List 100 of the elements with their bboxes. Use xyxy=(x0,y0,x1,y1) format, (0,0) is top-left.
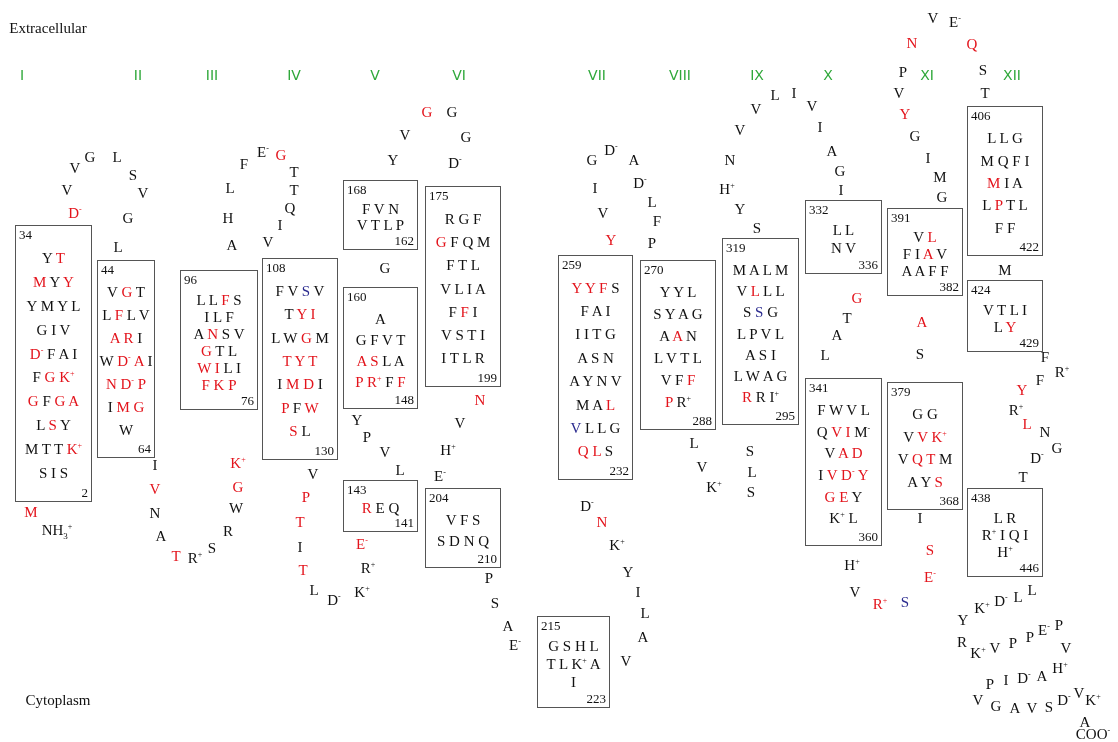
residue-row-text: V F S xyxy=(444,512,482,527)
residue-letter: D$^{-}$ xyxy=(327,592,341,608)
residue-row-text: T Y T xyxy=(281,353,319,369)
residue-letter: S xyxy=(746,484,756,500)
helix-box xyxy=(15,225,92,502)
residue-row-text: G I V xyxy=(35,322,72,338)
residue-letter: Y xyxy=(957,612,969,628)
residue-row-text: G T L xyxy=(199,343,239,358)
residue-letter: K$^{+}$ xyxy=(354,584,370,600)
residue-letter: V xyxy=(620,653,632,669)
residue-letter: I xyxy=(297,539,303,555)
residue-letter: I xyxy=(592,180,598,196)
residue-number: 130 xyxy=(314,444,334,457)
residue-letter: H$^{+}$ xyxy=(440,442,456,458)
residue-row-text: A Y N V xyxy=(568,373,623,389)
residue-letter: L xyxy=(770,87,780,103)
residue-row-text: L W G M xyxy=(270,330,330,346)
residue-row-text: V L L G xyxy=(569,420,622,436)
helix-box xyxy=(887,382,963,510)
membrane-side-label: Extracellular xyxy=(9,20,87,36)
residue-letter: M xyxy=(933,169,947,185)
residue-letter: V xyxy=(262,234,274,250)
residue-letter: N xyxy=(1039,424,1051,440)
helix-number: III xyxy=(205,68,219,82)
residue-letter: G xyxy=(851,290,863,306)
residue-letter: I xyxy=(635,584,641,600)
residue-letter: G xyxy=(586,152,598,168)
residue-row-text: I I T G xyxy=(574,326,617,342)
residue-letter: S xyxy=(752,220,762,236)
residue-row-text: V F F xyxy=(659,372,697,388)
residue-letter: G xyxy=(421,104,433,120)
residue-number: 360 xyxy=(858,530,878,543)
residue-letter: A xyxy=(155,528,167,544)
residue-number: 259 xyxy=(562,258,582,271)
residue-row-text: L L G xyxy=(986,130,1024,146)
residue-row-text: F G K$^{+}$ xyxy=(31,369,76,385)
residue-letter: T xyxy=(298,562,308,578)
residue-letter: N xyxy=(149,505,161,521)
residue-letter: H$^{+}$ xyxy=(719,181,735,197)
residue-number: 210 xyxy=(477,552,497,565)
residue-letter: E$^{-}$ xyxy=(434,468,446,484)
residue-letter: G xyxy=(232,479,244,495)
residue-letter: F xyxy=(652,213,662,229)
residue-letter: A xyxy=(831,327,843,343)
residue-row-text: L R xyxy=(992,510,1018,525)
residue-letter: G xyxy=(84,149,96,165)
residue-row-text: Y Y F S xyxy=(570,280,621,296)
residue-letter: S xyxy=(900,594,910,610)
residue-number: 446 xyxy=(1019,561,1039,574)
residue-letter: V xyxy=(307,466,319,482)
residue-row-text: V A D xyxy=(823,445,864,461)
residue-letter: S xyxy=(490,595,500,611)
residue-row-text: I M G xyxy=(106,399,146,415)
residue-number: 424 xyxy=(971,283,991,296)
residue-number: 332 xyxy=(809,203,829,216)
residue-row-text: L S Y xyxy=(35,417,72,433)
residue-row-text: A S L A xyxy=(355,353,406,368)
residue-letter: V xyxy=(750,101,762,117)
residue-row-text: G F Q M xyxy=(434,234,492,250)
residue-letter: G xyxy=(460,129,472,145)
residue-letter: N xyxy=(724,152,736,168)
residue-letter: D$^{-}$ xyxy=(1030,450,1044,466)
residue-number: 341 xyxy=(809,381,829,394)
helix-box xyxy=(262,258,338,460)
residue-letter: S xyxy=(915,346,925,362)
residue-letter: V xyxy=(696,459,708,475)
residue-letter: E$^{-}$ xyxy=(257,144,269,160)
residue-row-text: F W V L xyxy=(816,402,871,418)
residue-letter: G xyxy=(834,163,846,179)
residue-row-text: V L I A xyxy=(439,281,487,296)
residue-number: 168 xyxy=(347,183,367,196)
residue-row-text: S Y A G xyxy=(652,306,704,322)
helix-number: VIII xyxy=(669,68,691,82)
residue-letter: D$^{-}$ xyxy=(448,155,462,171)
residue-letter: T xyxy=(980,85,990,101)
residue-number: 96 xyxy=(184,273,197,286)
residue-number: 162 xyxy=(394,234,414,247)
residue-letter: L xyxy=(395,462,405,478)
residue-row-text: G F G A xyxy=(26,393,81,409)
residue-row-text: I M D I xyxy=(276,376,324,392)
residue-number: 382 xyxy=(939,280,959,293)
residue-letter: K$^{+}$ xyxy=(609,537,625,553)
residue-row-text: L P V L xyxy=(735,326,786,341)
residue-letter: V xyxy=(61,182,73,198)
helix-number: IX xyxy=(750,68,764,82)
residue-letter: G xyxy=(1051,440,1063,456)
residue-letter: V xyxy=(597,205,609,221)
helix-box xyxy=(967,106,1043,256)
residue-number: 429 xyxy=(1019,336,1039,349)
residue-letter: G xyxy=(446,104,458,120)
residue-letter: P xyxy=(647,235,657,251)
residue-number: 2 xyxy=(81,486,88,499)
residue-row-text: S I S xyxy=(37,465,70,481)
residue-letter: P xyxy=(484,570,494,586)
helix-box xyxy=(343,287,418,409)
residue-letter: G xyxy=(909,128,921,144)
residue-row-text: W xyxy=(117,422,135,438)
residue-row-text: S S G xyxy=(742,304,779,320)
residue-letter: L xyxy=(689,435,699,451)
residue-row-text: Y T xyxy=(41,250,66,266)
